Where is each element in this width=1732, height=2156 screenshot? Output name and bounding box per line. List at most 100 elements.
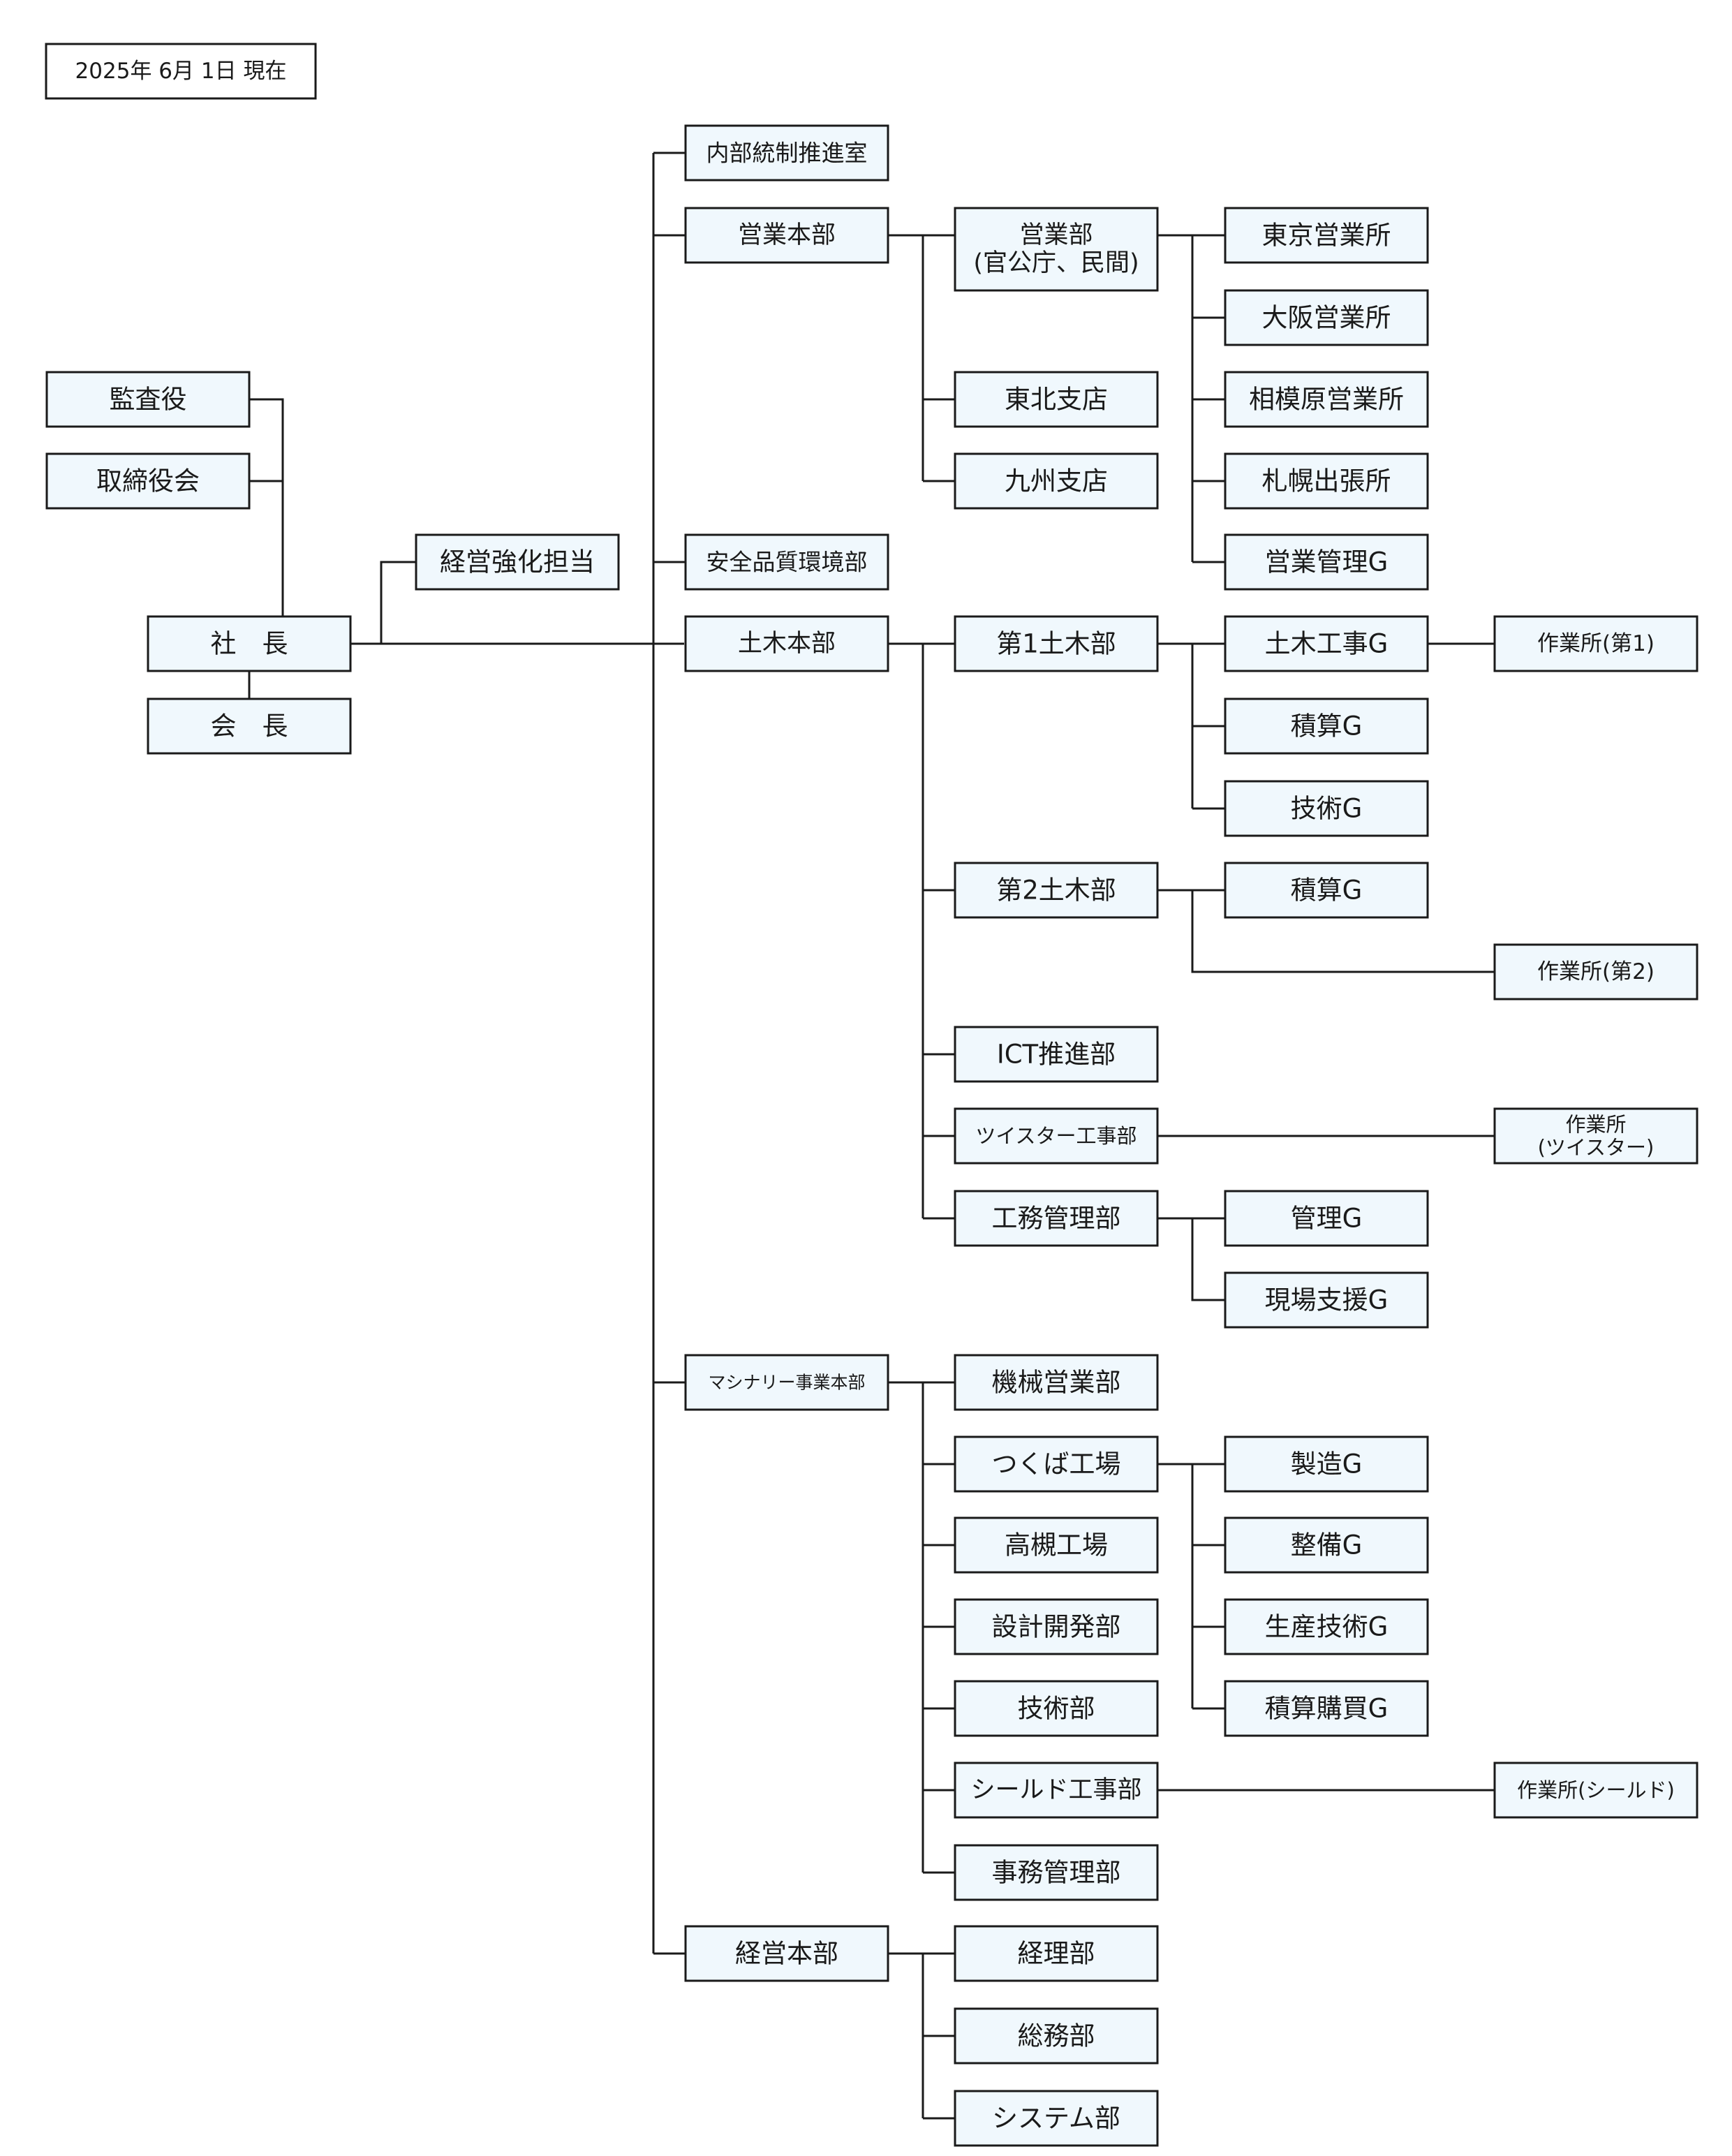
org-box-doboku-honbu-label: 土木本部 [738, 630, 836, 658]
org-box-shield-koji: シールド工事部 [954, 1762, 1159, 1819]
org-box-seisan-gijutsu-g-label: 生産技術G [1265, 1612, 1389, 1642]
date-label-label: 2025年 6月 1日 現在 [75, 59, 287, 84]
org-box-jimu-kanri-label: 事務管理部 [992, 1858, 1121, 1888]
org-box-doboku-koji-g: 土木工事G [1224, 615, 1429, 672]
org-box-twister-koji-label: ツイスター工事部 [975, 1124, 1137, 1148]
org-box-keiri-bu-label: 経理部 [1018, 1939, 1095, 1969]
org-box-kansayaku-label: 監査役 [110, 385, 187, 415]
org-box-eigyo-bu: 営業部(官公庁、民間) [954, 207, 1159, 292]
org-box-somu-bu-label: 総務部 [1018, 2021, 1095, 2051]
org-box-shacho: 社 長 [147, 615, 352, 672]
org-box-jimu-kanri: 事務管理部 [954, 1844, 1159, 1901]
org-box-gijutsu-bu-label: 技術部 [1018, 1694, 1095, 1724]
org-box-gijutsu-g: 技術G [1224, 780, 1429, 837]
org-box-tsukuba-kojo: つくば工場 [954, 1435, 1159, 1493]
org-box-kaicho: 会 長 [147, 697, 352, 755]
org-box-genba-shien-g-label: 現場支援G [1265, 1285, 1389, 1315]
org-box-eigyo-bu-label: (官公庁、民間) [973, 249, 1139, 277]
org-box-eigyo-kanri-g: 営業管理G [1224, 533, 1429, 591]
org-box-kyushu-shiten-label: 九州支店 [1005, 466, 1108, 496]
org-box-eigyo-honbu: 営業本部 [684, 207, 889, 264]
org-box-sekisan-g-1: 積算G [1224, 697, 1429, 755]
org-box-dai1-doboku-label: 第1土木部 [996, 629, 1116, 659]
org-box-system-bu-label: システム部 [992, 2104, 1120, 2134]
org-box-tokyo-eigyosho-label: 東京営業所 [1262, 221, 1391, 251]
org-box-seibi-g-label: 整備G [1291, 1530, 1363, 1560]
org-box-sagyosho-2-label: 作業所(第2) [1537, 959, 1655, 984]
org-box-sagyosho-twister: 作業所(ツイスター) [1493, 1107, 1698, 1165]
org-box-sagamihara-eigyosho: 相模原営業所 [1224, 371, 1429, 428]
org-box-osaka-eigyosho: 大阪営業所 [1224, 289, 1429, 346]
org-box-keiri-bu: 経理部 [954, 1925, 1159, 1982]
org-box-machinery-honbu-label: マシナリー事業本部 [708, 1373, 865, 1393]
org-box-anzen-hinshitsu: 安全品質環境部 [684, 533, 889, 591]
org-box-keiei-honbu-label: 経営本部 [735, 1939, 838, 1969]
org-box-kikai-eigyo: 機械営業部 [954, 1354, 1159, 1411]
org-box-kaicho-label: 会 長 [211, 711, 288, 741]
org-box-naibu-tosei-label: 内部統制推進室 [706, 140, 868, 167]
org-box-machinery-honbu: マシナリー事業本部 [684, 1354, 889, 1411]
org-box-sekisan-g-1-label: 積算G [1291, 711, 1363, 741]
org-box-sagyosho-1: 作業所(第1) [1493, 615, 1698, 672]
org-box-naibu-tosei: 内部統制推進室 [684, 124, 889, 182]
org-box-dai2-doboku-label: 第2土木部 [996, 876, 1116, 906]
date-label: 2025年 6月 1日 現在 [45, 43, 317, 100]
org-box-ict-suishin: ICT推進部 [954, 1026, 1159, 1083]
org-box-sagyosho-shield-label: 作業所(シールド) [1517, 1778, 1675, 1802]
org-box-torishimariyakukai: 取締役会 [45, 452, 251, 510]
org-box-sekkei-kaihatsu-label: 設計開発部 [992, 1612, 1121, 1642]
org-box-tokyo-eigyosho: 東京営業所 [1224, 207, 1429, 264]
org-box-gijutsu-bu: 技術部 [954, 1680, 1159, 1737]
org-box-genba-shien-g: 現場支援G [1224, 1271, 1429, 1329]
org-box-sagyosho-2: 作業所(第2) [1493, 943, 1698, 1001]
org-box-torishimariyakukai-label: 取締役会 [96, 466, 200, 496]
org-box-sagyosho-twister-label: 作業所 [1565, 1112, 1626, 1136]
org-box-sekisan-g-2-label: 積算G [1291, 876, 1363, 906]
org-box-keiei-honbu: 経営本部 [684, 1925, 889, 1982]
org-box-kanri-g: 管理G [1224, 1190, 1429, 1247]
org-box-takatsuki-kojo-label: 高槻工場 [1005, 1530, 1108, 1560]
org-box-sekisan-kobai-g: 積算購買G [1224, 1680, 1429, 1737]
org-box-kanri-g-label: 管理G [1291, 1204, 1363, 1234]
org-box-tsukuba-kojo-label: つくば工場 [992, 1449, 1121, 1479]
org-box-sagyosho-1-label: 作業所(第1) [1537, 631, 1655, 656]
org-box-dai2-doboku: 第2土木部 [954, 862, 1159, 919]
org-box-sapporo-shucchojo: 札幌出張所 [1224, 452, 1429, 510]
org-box-doboku-koji-g-label: 土木工事G [1265, 629, 1389, 659]
org-box-komu-kanri-label: 工務管理部 [992, 1204, 1121, 1234]
org-box-komu-kanri: 工務管理部 [954, 1190, 1159, 1247]
org-box-seizo-g-label: 製造G [1291, 1449, 1363, 1479]
org-box-sekkei-kaihatsu: 設計開発部 [954, 1598, 1159, 1655]
org-box-sagamihara-eigyosho-label: 相模原営業所 [1249, 385, 1404, 415]
org-box-kikai-eigyo-label: 機械営業部 [992, 1368, 1121, 1398]
org-box-sagyosho-twister-label: (ツイスター) [1538, 1136, 1655, 1160]
org-box-dai1-doboku: 第1土木部 [954, 615, 1159, 672]
org-box-system-bu: システム部 [954, 2090, 1159, 2147]
org-box-doboku-honbu: 土木本部 [684, 615, 889, 672]
org-box-anzen-hinshitsu-label: 安全品質環境部 [706, 549, 868, 576]
org-box-takatsuki-kojo: 高槻工場 [954, 1516, 1159, 1574]
org-box-sekisan-g-2: 積算G [1224, 862, 1429, 919]
org-box-seizo-g: 製造G [1224, 1435, 1429, 1493]
org-box-keiei-kyoka-label: 経営強化担当 [440, 547, 595, 577]
org-box-sapporo-shucchojo-label: 札幌出張所 [1262, 466, 1391, 496]
org-box-shacho-label: 社 長 [211, 629, 288, 659]
org-box-keiei-kyoka: 経営強化担当 [415, 533, 620, 591]
org-box-tohoku-shiten-label: 東北支店 [1005, 385, 1108, 415]
org-box-twister-koji: ツイスター工事部 [954, 1107, 1159, 1165]
org-box-gijutsu-g-label: 技術G [1291, 794, 1363, 824]
org-box-eigyo-honbu-label: 営業本部 [738, 221, 836, 249]
org-box-sekisan-kobai-g-label: 積算購買G [1265, 1694, 1389, 1724]
org-box-seibi-g: 整備G [1224, 1516, 1429, 1574]
org-box-eigyo-kanri-g-label: 営業管理G [1265, 547, 1389, 577]
org-box-shield-koji-label: シールド工事部 [970, 1776, 1141, 1804]
org-box-ict-suishin-label: ICT推進部 [997, 1040, 1116, 1070]
connector-lines [248, 152, 1494, 2120]
org-box-somu-bu: 総務部 [954, 2007, 1159, 2065]
org-box-sagyosho-shield: 作業所(シールド) [1493, 1762, 1698, 1819]
org-box-osaka-eigyosho-label: 大阪営業所 [1262, 303, 1391, 333]
org-box-seisan-gijutsu-g: 生産技術G [1224, 1598, 1429, 1655]
org-box-kansayaku: 監査役 [45, 371, 251, 428]
